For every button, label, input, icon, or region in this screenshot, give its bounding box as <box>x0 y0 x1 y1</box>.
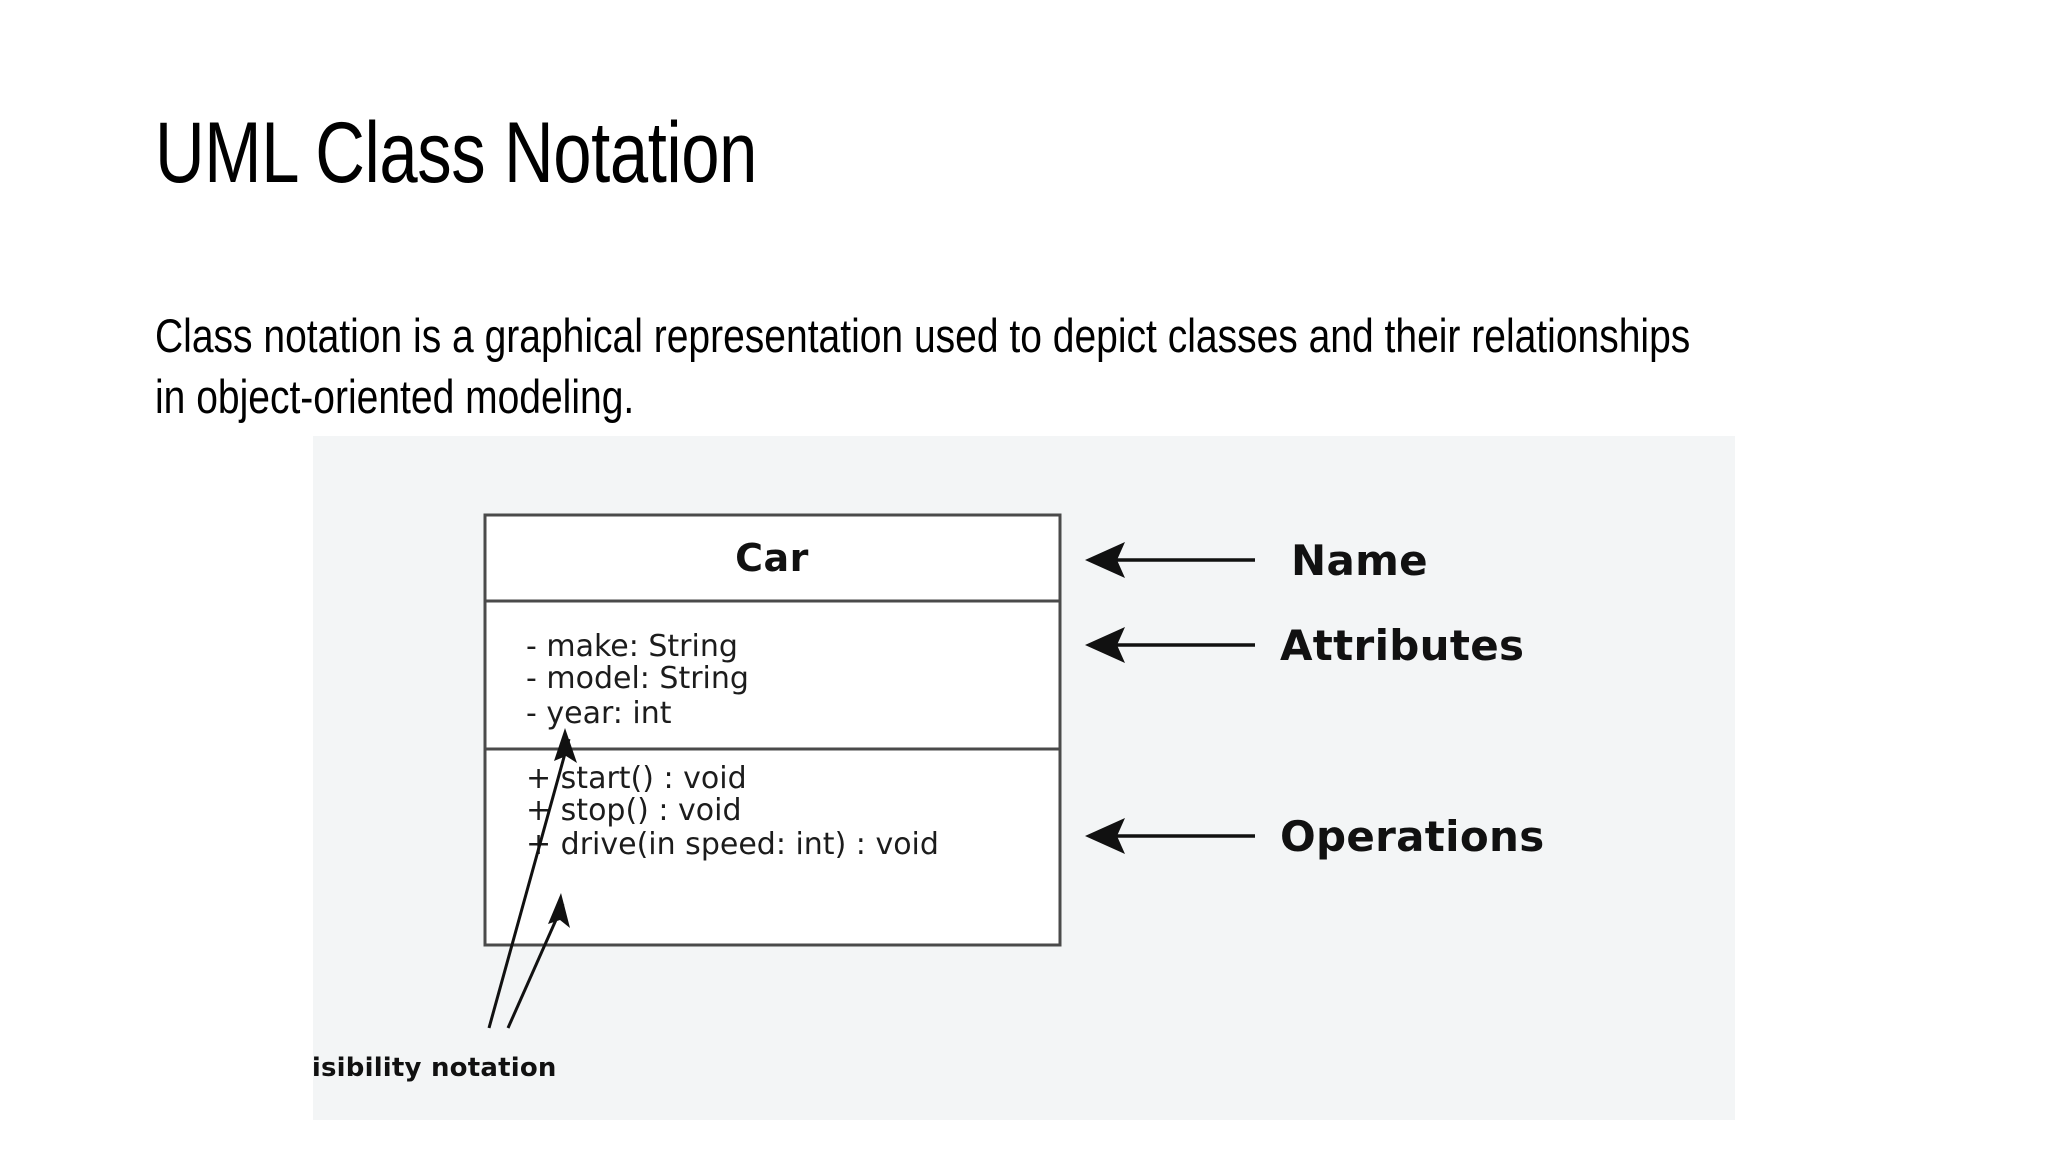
callout-operations-label: Operations <box>1280 812 1545 861</box>
callout-operations: Operations <box>1085 812 1545 861</box>
arrow-left-icon <box>1085 818 1125 854</box>
callout-name-label: Name <box>1291 536 1428 585</box>
callout-attributes-label: Attributes <box>1280 621 1524 670</box>
uml-class-box <box>483 513 1062 947</box>
visibility-line-operation <box>506 903 565 1029</box>
arrow-up-icon <box>554 728 577 763</box>
callout-name: Name <box>1085 536 1428 585</box>
visibility-notation-callout: Visibility notation <box>313 728 577 1083</box>
uml-class-name: Car <box>735 536 809 580</box>
uml-attribute-1: - model: String <box>526 661 749 696</box>
uml-operation-1: + stop() : void <box>526 793 742 828</box>
uml-operation-2: + drive(in speed: int) : void <box>526 827 939 862</box>
arrow-left-icon <box>1085 542 1125 578</box>
uml-attribute-2: - year: int <box>526 696 672 731</box>
uml-diagram-image: Car - make: String - model: String - yea… <box>313 436 1735 1120</box>
arrow-up-icon <box>548 893 570 928</box>
arrow-left-icon <box>1085 627 1125 663</box>
uml-attribute-0: - make: String <box>526 629 738 664</box>
slide-body-text: Class notation is a graphical representa… <box>155 309 1691 424</box>
callout-attributes: Attributes <box>1085 621 1524 670</box>
visibility-line-attribute <box>487 738 571 1029</box>
page-title: UML Class Notation <box>155 105 758 201</box>
visibility-notation-label: Visibility notation <box>313 1053 557 1083</box>
